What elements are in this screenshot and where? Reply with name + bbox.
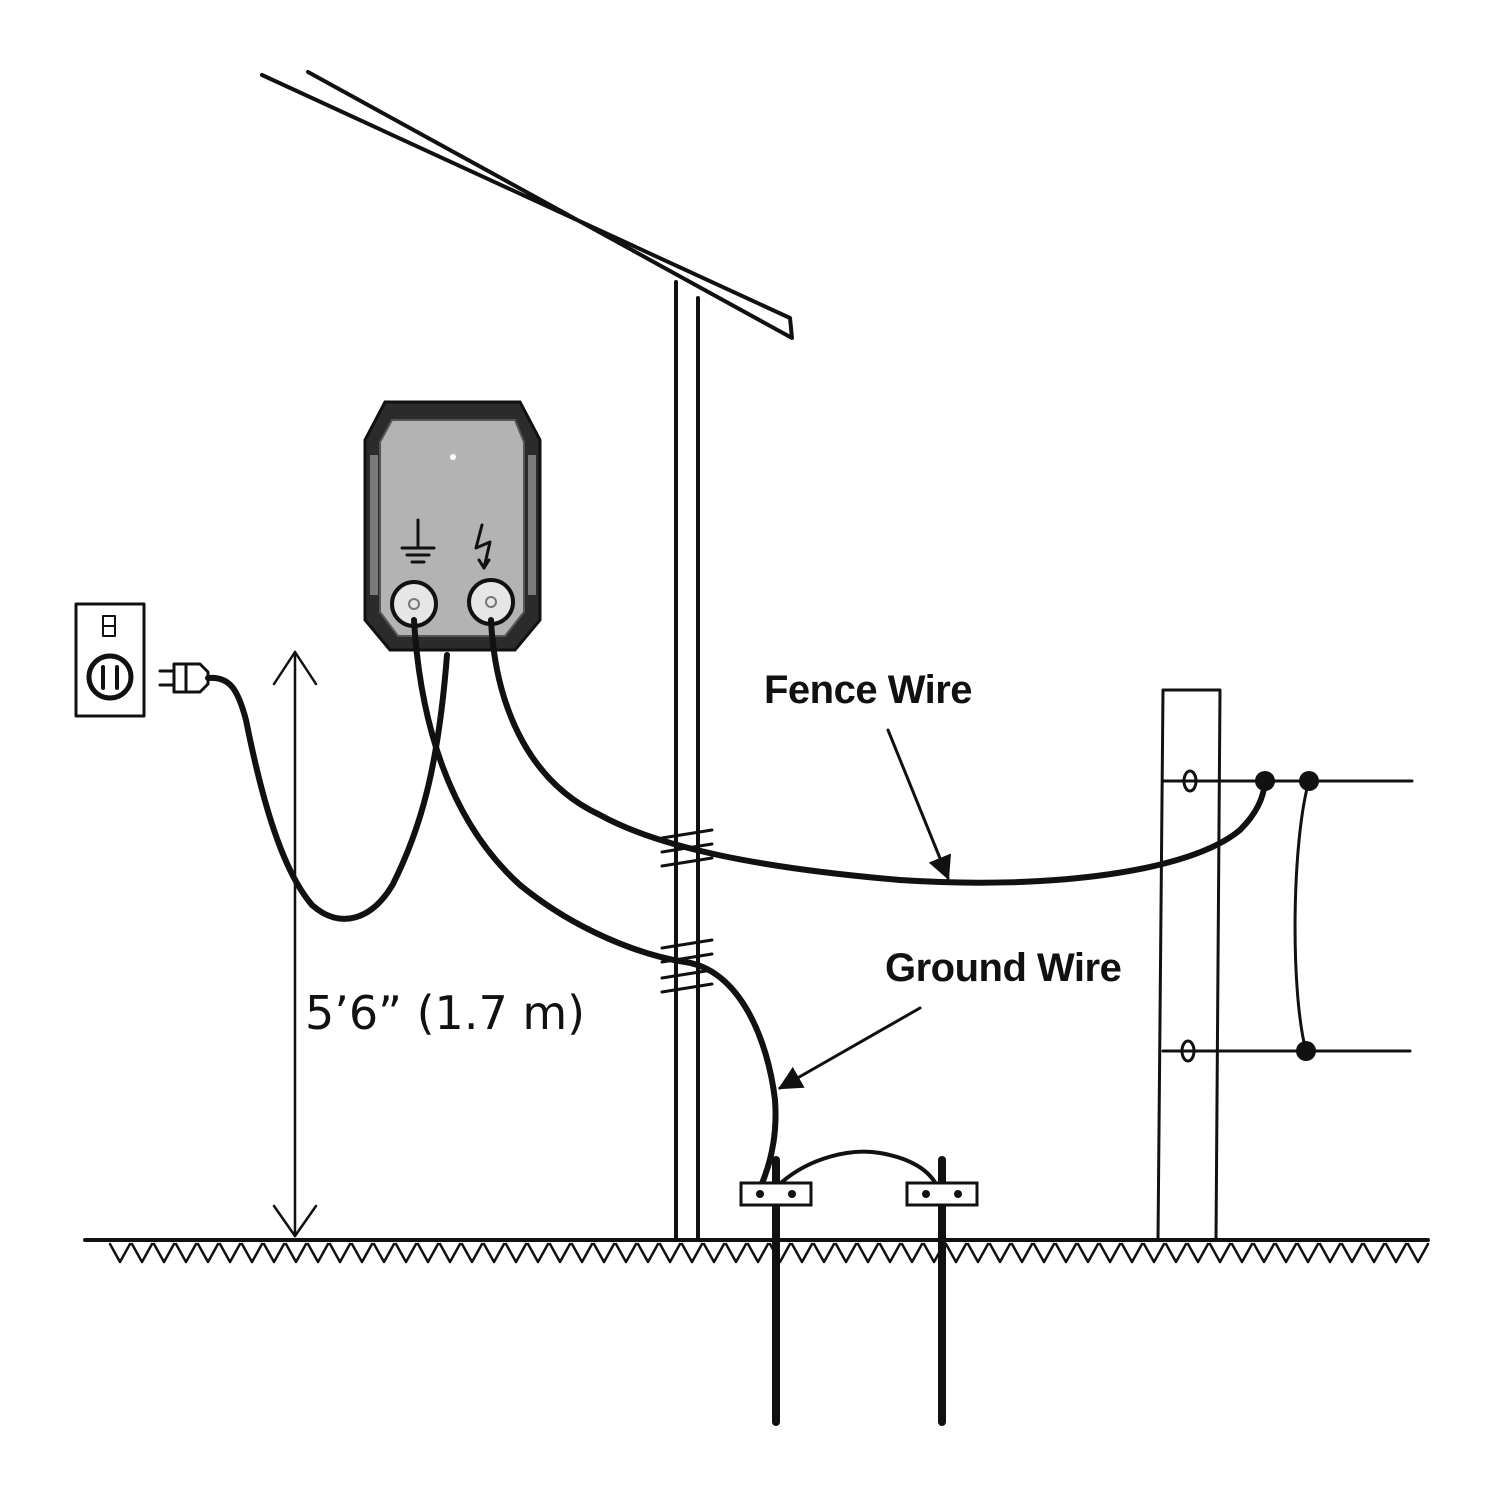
- ground-icon: [400, 518, 436, 564]
- break-marks: [660, 828, 714, 994]
- roof-beam: [260, 70, 794, 340]
- fence-line-wires: [1161, 769, 1414, 1063]
- insulator-top: [1178, 769, 1202, 793]
- wire-junction: [1296, 1041, 1316, 1061]
- ground-surface: [83, 1238, 1430, 1264]
- height-dimension-arrow: [272, 650, 318, 1238]
- outlet-icon: [74, 602, 146, 718]
- support-post: [674, 280, 700, 1242]
- power-cord: [205, 652, 450, 922]
- fence-wire-label: Fence Wire: [764, 668, 973, 712]
- wire-junction: [1299, 771, 1319, 791]
- ground-wire-label: Ground Wire: [885, 946, 1122, 990]
- fence-wire: [488, 617, 1268, 886]
- wire-junction: [1255, 771, 1275, 791]
- fence-post: [1156, 688, 1222, 1242]
- ground-rod-jumper: [780, 1149, 940, 1190]
- insulator-bottom: [1176, 1039, 1200, 1063]
- ground-wire-callout-arrow: [777, 1006, 922, 1090]
- height-label: 5’6” (1.7 m): [305, 986, 586, 1040]
- fence-wire-callout-arrow: [886, 728, 952, 881]
- plug-icon: [158, 662, 210, 694]
- lightning-bolt-icon: [474, 523, 492, 570]
- ground-wire: [411, 617, 779, 1191]
- ground-rod-right: [905, 1156, 979, 1426]
- fence-energizer: [363, 400, 542, 652]
- ground-rod-left: [739, 1156, 813, 1426]
